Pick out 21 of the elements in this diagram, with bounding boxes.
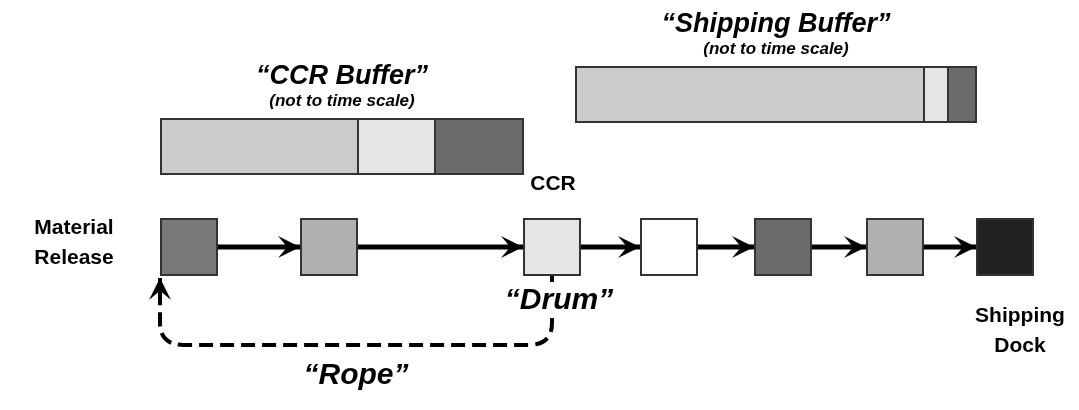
process-box <box>523 218 581 276</box>
process-box <box>754 218 812 276</box>
node-caption: Shipping Dock <box>974 302 1066 358</box>
arrow <box>812 236 866 258</box>
process-box <box>866 218 924 276</box>
node-caption: Material Release <box>33 214 115 270</box>
node-caption: CCR <box>529 170 577 196</box>
scale-note: (not to time scale) <box>268 90 416 112</box>
process-box <box>640 218 698 276</box>
dashed-arrow <box>149 276 554 347</box>
arrow <box>358 236 523 258</box>
scale-note: (not to time scale) <box>702 38 850 60</box>
buffer-title: “CCR Buffer” <box>255 60 429 90</box>
process-box <box>160 218 218 276</box>
buffer-title: “Shipping Buffer” <box>660 8 892 38</box>
arrow <box>218 236 300 258</box>
process-box <box>300 218 358 276</box>
arrow <box>581 236 640 258</box>
arrow <box>924 236 976 258</box>
process-box <box>976 218 1034 276</box>
arrow <box>698 236 754 258</box>
